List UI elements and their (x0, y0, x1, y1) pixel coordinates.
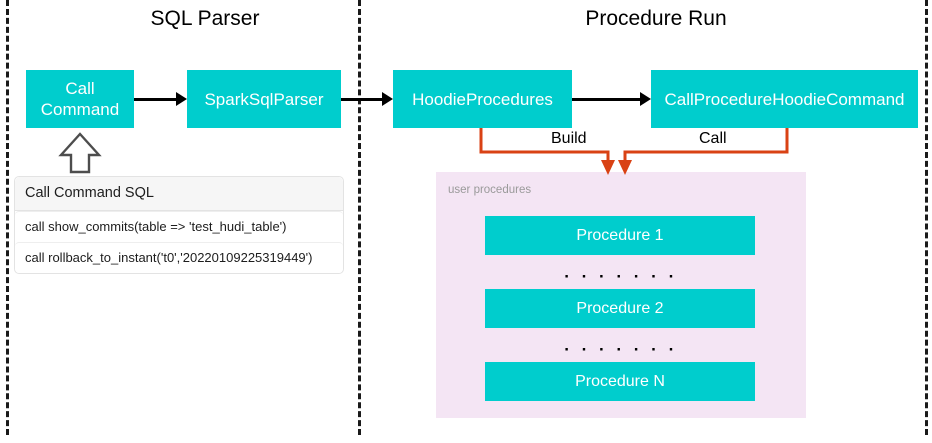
user-procedures-panel: user procedures Procedure 1 · · · · · · … (436, 172, 806, 418)
arrow-shaft (134, 98, 176, 101)
edge-label-call: Call (694, 129, 732, 148)
node-call-command[interactable]: Call Command (26, 70, 134, 128)
node-call-procedure-hoodie-command-label: CallProcedureHoodieCommand (664, 89, 905, 109)
edge-label-build: Build (546, 129, 592, 148)
hollow-up-arrow-icon (58, 132, 102, 174)
procedure-box-label: Procedure 1 (576, 227, 664, 244)
section-divider-left (6, 0, 9, 435)
call-command-sql-card: Call Command SQL call show_commits(table… (14, 176, 344, 274)
node-call-procedure-hoodie-command[interactable]: CallProcedureHoodieCommand (651, 70, 918, 128)
section-title-sql-parser: SQL Parser (150, 7, 260, 30)
node-call-command-label: Call Command (41, 78, 119, 120)
node-spark-sql-parser-label: SparkSqlParser (204, 89, 324, 109)
call-command-sql-card-header: Call Command SQL (15, 177, 343, 211)
list-item[interactable]: call show_commits(table => 'test_hudi_ta… (15, 211, 343, 242)
section-divider-middle (358, 0, 361, 435)
arrow-shaft (341, 98, 382, 101)
arrow-head (176, 92, 187, 106)
arrow-shaft (572, 98, 640, 101)
ellipsis-separator: · · · · · · · (564, 340, 678, 359)
node-hoodie-procedures[interactable]: HoodieProcedures (393, 70, 572, 128)
node-spark-sql-parser[interactable]: SparkSqlParser (187, 70, 341, 128)
procedure-box-label: Procedure N (575, 373, 665, 390)
arrow-right-icon-call-command-to-spark-sql-parser (134, 92, 187, 106)
node-hoodie-procedures-label: HoodieProcedures (412, 89, 553, 109)
arrow-right-icon-hoodie-procedures-to-call-procedure-command (572, 92, 651, 106)
procedure-box[interactable]: Procedure N (485, 362, 755, 401)
procedure-box[interactable]: Procedure 2 (485, 289, 755, 328)
user-procedures-panel-label: user procedures (448, 184, 532, 196)
arrow-right-icon-spark-sql-parser-to-hoodie-procedures (341, 92, 393, 106)
section-title-procedure-run: Procedure Run (585, 7, 727, 30)
node-call-command-label-line1: Call (65, 79, 95, 98)
arrow-head (640, 92, 651, 106)
node-call-command-label-line2: Command (40, 100, 120, 119)
procedure-box-label: Procedure 2 (576, 300, 664, 317)
list-item[interactable]: call rollback_to_instant('t0','202201092… (15, 242, 343, 273)
arrow-head (382, 92, 393, 106)
section-divider-right (925, 0, 928, 435)
procedure-box[interactable]: Procedure 1 (485, 216, 755, 255)
ellipsis-separator: · · · · · · · (564, 267, 678, 286)
